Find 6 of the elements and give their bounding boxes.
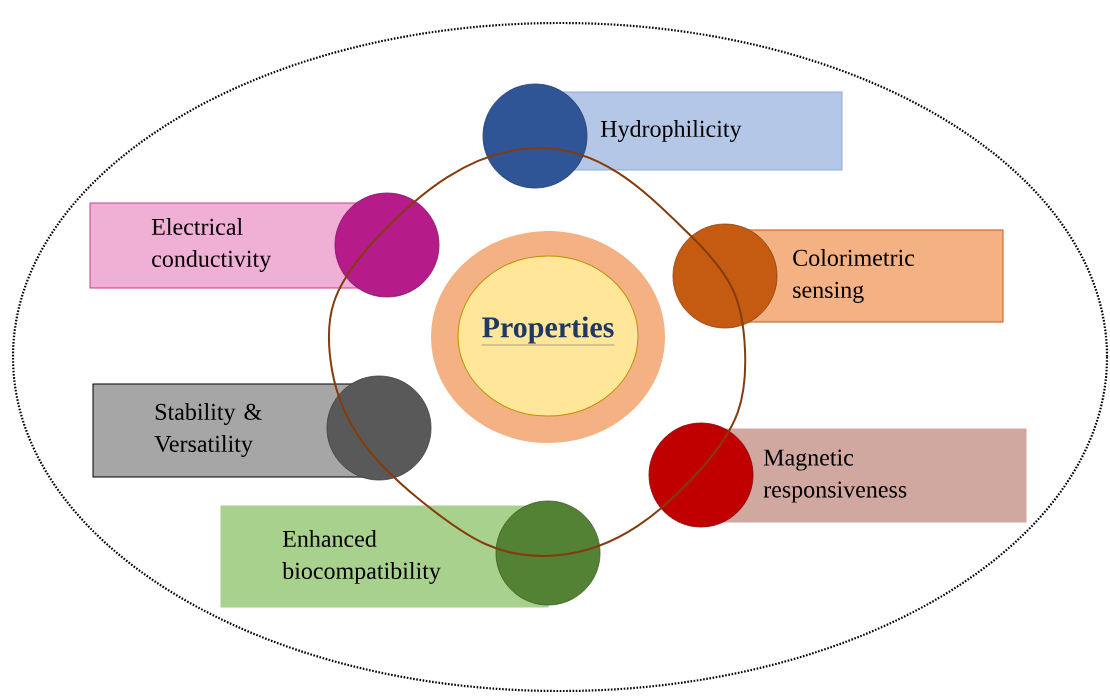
circle — [326, 375, 432, 481]
circle — [334, 192, 440, 298]
circle — [672, 223, 778, 329]
circle — [495, 500, 601, 606]
circle — [482, 83, 588, 189]
circle — [648, 422, 754, 528]
